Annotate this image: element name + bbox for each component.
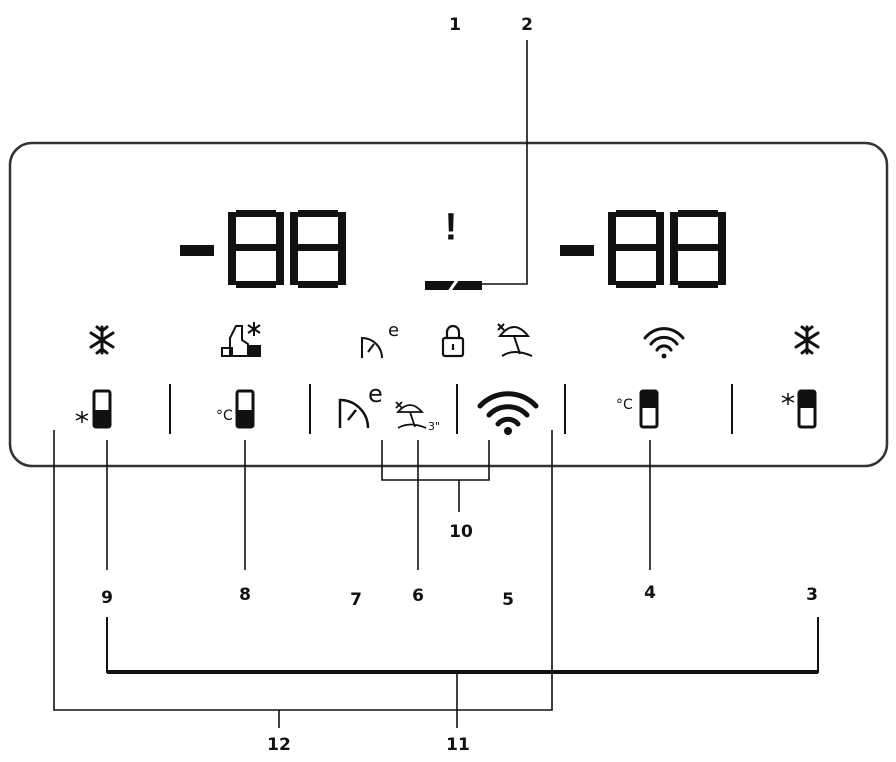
leader-2	[480, 40, 528, 285]
right-digit-1	[608, 210, 664, 288]
vacation-icon	[497, 323, 533, 357]
freezer-snowflake-icon	[89, 325, 115, 355]
callout-9: 9	[101, 588, 113, 608]
callout-3: 3	[806, 585, 818, 605]
filter-indicator	[425, 275, 482, 297]
left-digit-1	[228, 210, 284, 288]
lock-icon	[441, 324, 465, 358]
wifi-icon	[643, 327, 685, 359]
svg-text:e: e	[388, 320, 399, 341]
svg-text:°C: °C	[216, 408, 233, 424]
callout-7: 7	[350, 590, 362, 610]
wifi-button[interactable]	[477, 391, 539, 435]
leader-11-bracket	[106, 617, 819, 674]
ice-maker-icon	[221, 322, 261, 357]
callout-6: 6	[412, 586, 424, 606]
callout-11: 11	[446, 735, 470, 755]
callout-5: 5	[502, 590, 514, 610]
vacation-button[interactable]: 3"	[395, 401, 440, 433]
callout-8: 8	[239, 585, 251, 605]
leader-10-bracket	[381, 440, 490, 481]
freezer-snowflake-icon-right	[794, 325, 820, 355]
callout-10: 10	[449, 522, 473, 542]
left-digit-2	[290, 210, 346, 288]
freezer-select-button-right[interactable]	[781, 389, 817, 429]
alarm-indicator: !	[444, 206, 458, 249]
callout-2: 2	[521, 15, 533, 35]
energy-saving-button[interactable]: e	[338, 380, 383, 429]
right-temperature-display	[560, 210, 726, 288]
leader-lines	[53, 40, 651, 728]
right-digit-2	[670, 210, 726, 288]
svg-text:3": 3"	[428, 420, 440, 433]
callout-4: 4	[644, 583, 656, 603]
callout-12: 12	[267, 735, 291, 755]
svg-text:°C: °C	[616, 397, 633, 413]
right-minus-sign	[560, 245, 594, 256]
leader-12-bracket	[53, 430, 553, 711]
left-minus-sign	[180, 245, 214, 256]
callout-1: 1	[449, 15, 461, 35]
freezer-select-button[interactable]	[75, 389, 112, 429]
fridge-temp-button[interactable]: °C	[216, 389, 255, 429]
energy-saving-icon: e	[361, 320, 399, 359]
left-temperature-display	[180, 210, 346, 288]
svg-text:e: e	[368, 380, 383, 408]
fridge-temp-button-right[interactable]: °C	[616, 389, 659, 429]
panel-outline	[8, 141, 889, 468]
